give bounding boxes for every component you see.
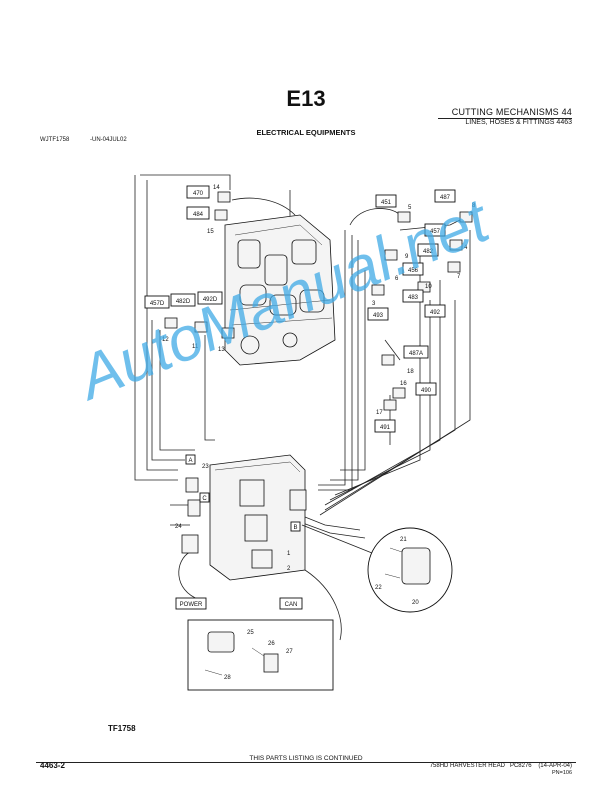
callout: 21 (400, 537, 407, 543)
label-box: 487A (403, 345, 429, 359)
callout: 28 (224, 675, 231, 681)
callout: 8 (472, 203, 476, 209)
header-rule (438, 118, 572, 119)
small-connectors (164, 191, 473, 411)
label-box: 457 (424, 223, 446, 237)
figure-ref-date: -UN-04JUL02 (90, 137, 127, 143)
callout: 17 (376, 410, 383, 416)
revision-date: (14-APR-04) (538, 763, 572, 769)
svg-text:451: 451 (381, 200, 392, 206)
inset-detail (187, 619, 334, 691)
page-number: 4463-2 (40, 761, 65, 770)
callout: 12 (162, 337, 169, 343)
callout: 15 (207, 229, 214, 235)
callout: 9 (405, 254, 409, 260)
callout: 13 (218, 347, 225, 353)
label-box: 456 (402, 262, 424, 276)
label-box: 491 (374, 419, 396, 433)
label-box: 490 (415, 382, 437, 396)
callout: 22 (375, 585, 382, 591)
svg-text:C: C (202, 496, 207, 502)
label-box: C (199, 492, 210, 503)
label-box: 493 (367, 307, 389, 321)
subsection-title: LINES, HOSES & FITTINGS 4463 (465, 119, 572, 126)
label-box: A (185, 454, 196, 465)
figure-heading: ELECTRICAL EQUIPMENTS (256, 128, 356, 137)
svg-text:456: 456 (408, 268, 419, 274)
callout: 27 (286, 649, 293, 655)
label-box: 492D (197, 291, 223, 305)
label-box: 482D (170, 293, 196, 307)
figure-ref-code: WJTF1758 (40, 137, 70, 143)
label-box: B (290, 521, 301, 532)
svg-text:493: 493 (373, 313, 384, 319)
callout: 2 (287, 566, 291, 572)
catalog-number: PC8276 (509, 763, 532, 769)
svg-text:B: B (293, 525, 297, 531)
continued-note: THIS PARTS LISTING IS CONTINUED (0, 755, 612, 762)
svg-text:484: 484 (193, 212, 204, 218)
label-box: 451 (375, 194, 397, 208)
callout: 14 (213, 185, 220, 191)
svg-text:487: 487 (440, 195, 451, 201)
section-title: CUTTING MECHANISMS 44 (451, 107, 572, 117)
svg-text:A: A (188, 458, 192, 464)
svg-text:492: 492 (430, 310, 441, 316)
callout: 20 (412, 600, 419, 606)
callout: 23 (202, 464, 209, 470)
label-box: 487 (434, 189, 456, 203)
svg-text:POWER: POWER (180, 602, 203, 608)
svg-text:470: 470 (193, 191, 204, 197)
footer-info: 758HD HARVESTER HEAD PC8276 (14-APR-04) (430, 763, 572, 769)
boxed-labels: 470 484 457D 482D 492D 451 487 457 482 4… (144, 185, 456, 610)
svg-text:457D: 457D (150, 301, 165, 307)
svg-text:482: 482 (423, 249, 434, 255)
label-box: 484 (186, 206, 210, 220)
footer-rule (36, 762, 576, 763)
svg-text:457: 457 (430, 229, 441, 235)
page-title: E13 (286, 86, 326, 111)
label-box: CAN (279, 597, 303, 610)
callout: 5 (408, 205, 412, 211)
callout-numbers: 14 15 5 8 9 4 6 7 10 3 12 11 13 18 16 17… (162, 185, 476, 681)
figure-id: TF1758 (108, 724, 136, 733)
callout: 18 (407, 369, 414, 375)
callout: 11 (192, 344, 199, 350)
callout: 25 (247, 630, 254, 636)
control-module (181, 454, 307, 581)
callout: 10 (425, 284, 432, 290)
label-box: 483 (402, 289, 424, 303)
callout: 4 (464, 245, 468, 251)
harness-lines (134, 174, 471, 641)
svg-text:487A: 487A (409, 351, 423, 357)
model-name: 758HD HARVESTER HEAD (429, 763, 505, 769)
label-box: 492 (424, 304, 446, 318)
callout: 26 (268, 641, 275, 647)
callout: 1 (287, 551, 291, 557)
callout: 16 (400, 381, 407, 387)
callout: 24 (175, 524, 182, 530)
callout: 3 (372, 301, 376, 307)
valve-block (224, 214, 336, 366)
connector-detail (301, 524, 453, 613)
svg-text:490: 490 (421, 388, 432, 394)
svg-text:482D: 482D (176, 299, 191, 305)
callout: 7 (457, 274, 461, 280)
label-box: 470 (186, 185, 210, 199)
svg-text:492D: 492D (203, 297, 218, 303)
label-box: 482 (417, 243, 439, 257)
pn-number: PN=106 (551, 770, 572, 776)
svg-text:CAN: CAN (285, 602, 298, 608)
svg-text:483: 483 (408, 295, 419, 301)
svg-text:491: 491 (380, 425, 391, 431)
label-box: POWER (175, 597, 207, 610)
label-box: 457D (144, 295, 170, 309)
callout: 6 (395, 276, 399, 282)
